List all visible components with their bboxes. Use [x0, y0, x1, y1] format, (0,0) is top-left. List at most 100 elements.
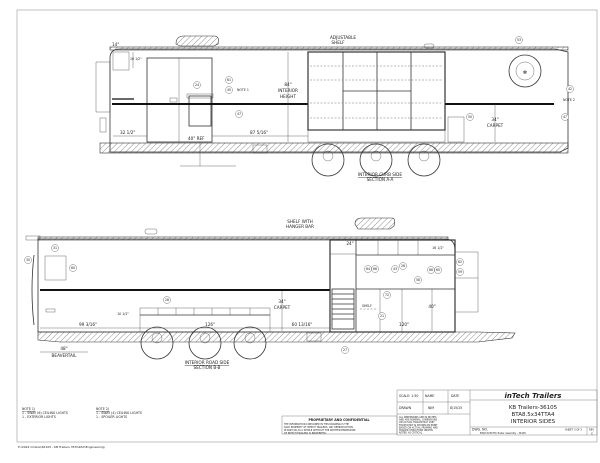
svg-text:26: 26 — [401, 264, 405, 268]
proprietary-notice: PROPRIETARY AND CONFIDENTIAL THE INFORMA… — [281, 415, 398, 435]
front-window — [95, 61, 111, 113]
label-carpet-b: 34" — [278, 299, 285, 304]
tb-scale: SCALE: 1:50 — [399, 394, 418, 398]
svg-text:42: 42 — [568, 87, 572, 91]
dim-16-half: 16 1/2" — [130, 57, 142, 61]
sheet-border — [16, 9, 598, 443]
label-beavertail: 48" — [60, 346, 67, 351]
svg-text:61: 61 — [227, 78, 231, 82]
trailer-body-b — [37, 238, 456, 333]
label-shelf-hanger-2: HANGER BAR — [286, 224, 314, 229]
tb-model: BTA8.5x34TTA4 — [512, 412, 555, 418]
label-beavertail-2: BEAVERTAIL — [52, 353, 78, 358]
section-a-subtitle: SECTION A-A — [367, 177, 394, 182]
label-adjustable-shelf-2: SHELF — [331, 40, 345, 45]
notes: NOTE 1) 1 - SWAY (6) CEILING LIGHTS 1 - … — [22, 407, 142, 419]
callout: 58 — [414, 276, 422, 284]
section-a-drawing: ✻ — [95, 35, 569, 177]
callout: 72 — [383, 291, 391, 299]
dim-40-ref: 40" REF — [188, 136, 205, 141]
svg-text:OF INTECH TRAILERS IS PROHIBIT: OF INTECH TRAILERS IS PROHIBITED. — [284, 432, 327, 435]
svg-text:PROPRIETARY AND CONFIDENTIAL: PROPRIETARY AND CONFIDENTIAL — [308, 418, 369, 422]
svg-text:66: 66 — [429, 268, 433, 272]
svg-text:58: 58 — [416, 278, 420, 282]
trailer-body-a — [109, 48, 569, 153]
callout: 65 — [434, 266, 442, 274]
tb-drawn-date: 8/15/25 — [450, 406, 462, 410]
tb-drawn-name: NJM — [428, 406, 434, 410]
svg-text:60: 60 — [71, 266, 75, 270]
tb-sheet: SHEET 3 OF 5 — [565, 428, 583, 432]
tb-rev-label: REV — [589, 428, 594, 432]
section-b-title: INTERIOR ROAD SIDE — [185, 360, 230, 365]
tb-dwg-no: BTA8.5X34TTA Trailer Assembly - 36105 — [480, 432, 526, 435]
svg-text:72: 72 — [385, 293, 389, 297]
tb-sheet-title: INTERIOR SIDES — [511, 419, 556, 425]
dim-87: 87 5/16" — [250, 130, 268, 135]
interior-door — [146, 57, 213, 143]
dim-24: 24" — [346, 241, 353, 246]
section-a-title: INTERIOR CURB SIDE — [358, 172, 402, 177]
note2-title: NOTE 2) — [96, 407, 109, 411]
tb-rev: C — [591, 431, 593, 435]
callout: 47 — [561, 113, 569, 121]
dim-120: 120" — [399, 322, 409, 327]
callout: 27 — [341, 346, 349, 354]
label-carpet-a-2: CARPET — [487, 123, 504, 128]
tb-name-header: NAME — [425, 394, 434, 398]
dim-16-half-b: 16 1/2" — [432, 246, 444, 250]
tb-company: inTech Trailers — [505, 392, 562, 400]
tb-dwg-label: DWG. NO. — [472, 428, 488, 432]
svg-text:ON ACTUAL TRAILER MAY VARY: ON ACTUAL TRAILER MAY VARY — [399, 421, 435, 424]
label-shelf-hanger: SHELF WITH — [287, 219, 313, 224]
svg-text:✻: ✻ — [523, 70, 527, 76]
callout: 24 — [193, 81, 201, 89]
cabinet-block-b — [329, 239, 479, 333]
title-block — [396, 389, 598, 436]
svg-text:53: 53 — [517, 38, 521, 42]
callout: 66 — [371, 265, 379, 273]
label-carpet-a: 34" — [491, 117, 498, 122]
svg-text:31: 31 — [53, 246, 57, 250]
tb-drawn: DRAWN — [399, 406, 412, 410]
callouts-b: 31 30 60 28 64 66 43 26 58 66 65 62 59 7… — [24, 244, 464, 354]
svg-text:27: 27 — [343, 348, 347, 352]
callout: 64 — [364, 265, 372, 273]
callout: 45 — [225, 86, 233, 94]
footer-file-path: P:\2024 Orders\36105 - KB Trailers 35TGR… — [18, 445, 106, 449]
label-interior-height: 84" — [284, 82, 291, 87]
svg-text:47: 47 — [237, 112, 241, 116]
svg-text:45: 45 — [227, 88, 231, 92]
roof-ac-unit-b — [354, 217, 395, 230]
bench-b — [139, 307, 271, 333]
callout: 60 — [69, 264, 77, 272]
dim-99: 99 3/16" — [79, 322, 97, 327]
callout: 47 — [235, 110, 243, 118]
label-carpet-b-2: CARPET — [274, 305, 291, 310]
floor-a — [99, 142, 569, 154]
svg-text:30: 30 — [26, 258, 30, 262]
svg-text:66: 66 — [373, 267, 377, 271]
note1-title: NOTE 1) — [22, 407, 35, 411]
callout: 50 — [466, 113, 474, 121]
dim-10-half: 10 1/2" — [117, 312, 129, 316]
svg-text:AND ARE NOMINAL. DIMENSIONS: AND ARE NOMINAL. DIMENSIONS — [399, 419, 438, 422]
svg-text:64: 64 — [366, 267, 370, 271]
dim-32-half: 32 1/2" — [120, 130, 135, 135]
svg-text:43: 43 — [393, 267, 397, 271]
tb-customer: KB Trailers-36105 — [509, 405, 558, 411]
svg-text:ALL DIMENSIONS ARE IN INCHES: ALL DIMENSIONS ARE IN INCHES — [399, 416, 437, 419]
section-b-subtitle: SECTION B-B — [194, 365, 221, 370]
callout: 26 — [399, 262, 407, 270]
callout: 61 — [225, 76, 233, 84]
svg-text:FROM WHAT IS SHOWN ON PRINT: FROM WHAT IS SHOWN ON PRINT — [399, 424, 438, 427]
callout: 21 — [378, 312, 386, 320]
svg-text:THE INFORMATION CONTAINED IN T: THE INFORMATION CONTAINED IN THIS DRAWIN… — [284, 423, 349, 426]
svg-text:IN PART OR AS A WHOLE WITHOUT: IN PART OR AS A WHOLE WITHOUT THE WRITTE… — [284, 429, 356, 432]
svg-text:50: 50 — [468, 115, 472, 119]
dim-40: 40" — [428, 304, 435, 309]
callout: 43 — [391, 265, 399, 273]
label-shelf: SHELF — [362, 304, 372, 308]
wheels-b — [140, 326, 267, 360]
generator-box — [447, 116, 465, 143]
